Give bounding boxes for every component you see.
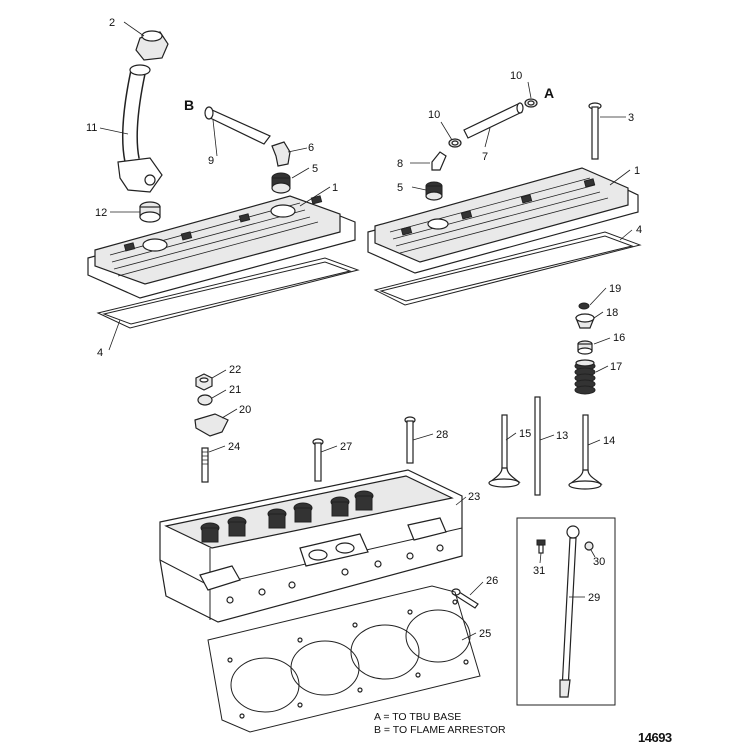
callout-13: 13 (556, 430, 568, 442)
callout-3: 3 (628, 112, 634, 124)
clamp-10-upper (524, 98, 538, 108)
callout-labels: 2 11 12 B 9 6 5 1 4 10 A 10 7 8 5 3 1 4 … (86, 17, 642, 640)
left-valve-cover (87, 195, 356, 299)
callout-31: 31 (533, 565, 545, 577)
callout-21: 21 (229, 384, 241, 396)
grommet-12 (139, 201, 161, 223)
rocker-arm-20 (194, 413, 229, 437)
stud-24 (201, 447, 209, 483)
letter-a: A (544, 85, 554, 101)
exhaust-valve-15 (488, 414, 521, 488)
callout-26: 26 (486, 575, 498, 587)
callout-5-left: 5 (312, 163, 318, 175)
ball-21 (197, 394, 213, 406)
callout-19: 19 (609, 283, 621, 295)
bolt-27 (312, 438, 324, 482)
callout-18: 18 (606, 307, 618, 319)
callout-10-lower: 10 (428, 109, 440, 121)
grommet-5-left (271, 172, 291, 194)
legend-b: B = TO FLAME ARRESTOR (374, 724, 506, 736)
hose-7 (463, 102, 524, 139)
right-valve-cover-gasket (373, 231, 642, 306)
letter-b: B (184, 97, 194, 113)
callout-16: 16 (613, 332, 625, 344)
callout-29: 29 (588, 592, 600, 604)
dipstick-inset-box (516, 517, 616, 706)
right-valve-cover (367, 167, 639, 274)
callout-12: 12 (95, 207, 107, 219)
callout-8: 8 (397, 158, 403, 170)
left-valve-cover-gasket (96, 257, 360, 329)
fitting-8 (431, 151, 447, 171)
oil-fill-tube (117, 64, 163, 193)
grommet-5-right (425, 181, 443, 201)
callout-4-left: 4 (97, 347, 103, 359)
elbow-fitting-6 (271, 141, 291, 167)
figure-number: 14693 (638, 730, 672, 745)
callout-23: 23 (468, 491, 480, 503)
bolt-3 (588, 102, 602, 160)
washer-30 (584, 541, 594, 551)
callout-17: 17 (610, 361, 622, 373)
callout-9: 9 (208, 155, 214, 167)
valve-spring-17 (574, 359, 596, 395)
hose-9 (204, 106, 271, 145)
callout-10-upper: 10 (510, 70, 522, 82)
pushrod-13 (534, 396, 541, 496)
cylinder-head-23 (159, 469, 463, 623)
callout-20: 20 (239, 404, 251, 416)
keeper-19 (578, 302, 590, 310)
callout-22: 22 (229, 364, 241, 376)
callout-5-right: 5 (397, 182, 403, 194)
callout-1-left: 1 (332, 182, 338, 194)
callout-1-right: 1 (634, 165, 640, 177)
clamp-10-lower (448, 138, 462, 148)
callout-11: 11 (86, 122, 97, 134)
nut-22 (195, 373, 213, 391)
callout-7: 7 (482, 151, 488, 163)
callout-14: 14 (603, 435, 615, 447)
intake-valve-14 (568, 414, 603, 490)
legend: A = TO TBU BASE B = TO FLAME ARRESTOR (374, 711, 506, 737)
callout-27: 27 (340, 441, 352, 453)
callout-30: 30 (593, 556, 605, 568)
callout-15: 15 (519, 428, 531, 440)
callout-25: 25 (479, 628, 491, 640)
callout-4-right: 4 (636, 224, 642, 236)
bolt-28 (404, 416, 416, 464)
callout-24: 24 (228, 441, 240, 453)
dipstick-29 (559, 525, 580, 698)
oil-fill-cap (135, 30, 169, 61)
callout-2: 2 (109, 17, 115, 29)
leader-lines (99, 21, 633, 641)
fitting-31 (536, 539, 546, 554)
callout-28: 28 (436, 429, 448, 441)
bolt-26 (451, 588, 479, 609)
seal-16 (577, 340, 593, 355)
retainer-18 (575, 313, 595, 329)
head-gasket-25 (207, 585, 481, 733)
callout-6: 6 (308, 142, 314, 154)
legend-a: A = TO TBU BASE (374, 711, 462, 723)
